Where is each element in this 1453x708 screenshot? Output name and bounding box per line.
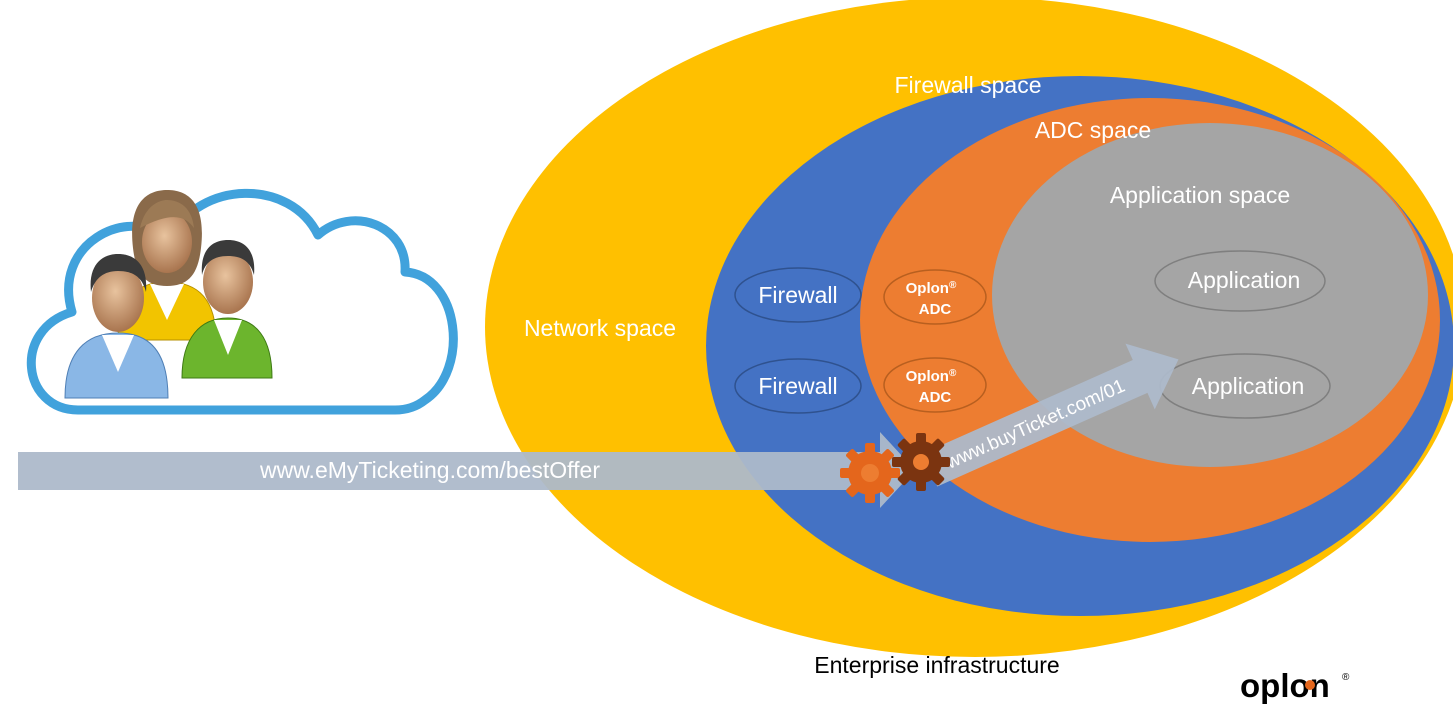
user-avatar (181, 240, 273, 379)
firewall-space-label: Firewall space (895, 72, 1042, 98)
logo-accent-dot (1305, 680, 1315, 690)
application-node: Application (1159, 353, 1331, 419)
adc-space-label: ADC space (1035, 117, 1151, 143)
application-label: Application (1188, 267, 1301, 293)
application-space-label: Application space (1110, 182, 1290, 208)
oplon-logo: oplon ® (1240, 667, 1350, 704)
enterprise-infrastructure-caption: Enterprise infrastructure (814, 652, 1059, 678)
users-icon (64, 190, 273, 399)
firewall-node: Firewall (734, 358, 862, 414)
incoming-request-arrow: www.eMyTicketing.com/bestOffer (18, 432, 915, 508)
network-space-label: Network space (524, 315, 676, 341)
oplon-logo-text: oplon (1240, 667, 1330, 704)
application-label: Application (1192, 373, 1305, 399)
firewall-node: Firewall (734, 267, 862, 323)
adc-brand-text: Oplon® (906, 368, 957, 385)
firewall-label: Firewall (758, 282, 837, 308)
gear-icon (840, 443, 900, 503)
oplon-adc-node: Oplon® ADC (883, 357, 987, 413)
adc-suffix-label: ADC (919, 301, 952, 318)
firewall-label: Firewall (758, 373, 837, 399)
oplon-adc-node: Oplon® ADC (883, 269, 987, 325)
user-avatar (64, 254, 169, 399)
application-node: Application (1154, 250, 1326, 312)
incoming-request-url: www.eMyTicketing.com/bestOffer (259, 457, 600, 483)
adc-suffix-label: ADC (919, 389, 952, 406)
gear-icon (892, 433, 950, 491)
adc-brand-text: Oplon® (906, 280, 957, 297)
logo-registered-mark: ® (1342, 672, 1350, 683)
